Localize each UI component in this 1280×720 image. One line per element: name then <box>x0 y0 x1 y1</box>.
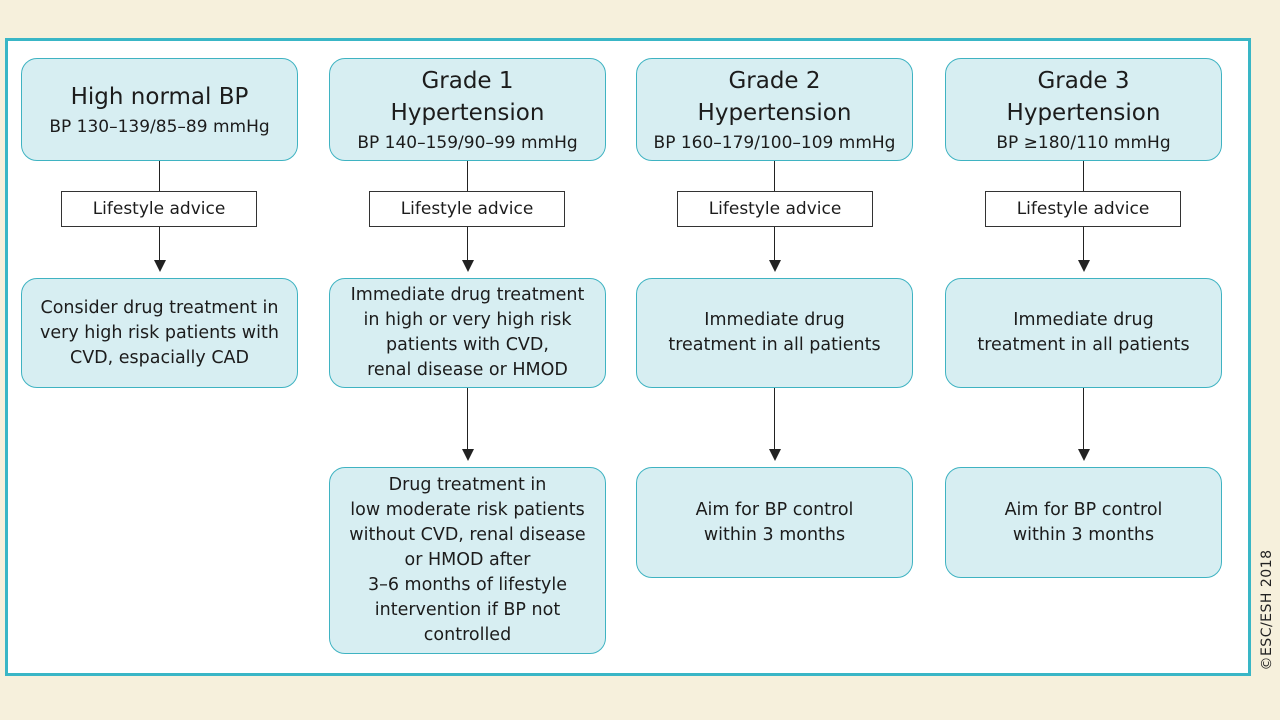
arrow-down-icon <box>769 260 781 272</box>
connector-line <box>159 227 160 260</box>
treatment-box: Consider drug treatment in very high ris… <box>21 278 298 388</box>
header-title: Grade 2 Hypertension <box>697 67 852 126</box>
arrow-down-icon <box>154 260 166 272</box>
treatment-box: Immediate drug treatment in high or very… <box>329 278 606 388</box>
arrow-down-icon <box>1078 449 1090 461</box>
connector-line <box>467 388 468 449</box>
treatment-box: Immediate drug treatment in all patients <box>945 278 1222 388</box>
header-subtitle: BP 130–139/85–89 mmHg <box>49 116 270 137</box>
lifestyle-advice-box: Lifestyle advice <box>985 191 1181 227</box>
header-title: Grade 3 Hypertension <box>1006 67 1161 126</box>
lifestyle-advice-box: Lifestyle advice <box>677 191 873 227</box>
aim-box: Aim for BP control within 3 months <box>636 467 913 578</box>
connector-line <box>1083 227 1084 260</box>
treatment-text: Drug treatment in low moderate risk pati… <box>349 475 586 645</box>
header-grade-3: Grade 3 Hypertension BP ≥180/110 mmHg <box>945 58 1222 161</box>
copyright-notice: ©ESC/ESH 2018 <box>1259 549 1275 671</box>
connector-line <box>774 161 775 191</box>
arrow-down-icon <box>462 449 474 461</box>
arrow-down-icon <box>769 449 781 461</box>
header-subtitle: BP 160–179/100–109 mmHg <box>653 132 896 153</box>
treatment-box: Immediate drug treatment in all patients <box>636 278 913 388</box>
arrow-down-icon <box>1078 260 1090 272</box>
treatment-text: Consider drug treatment in very high ris… <box>40 297 279 368</box>
header-grade-1: Grade 1 Hypertension BP 140–159/90–99 mm… <box>329 58 606 161</box>
header-high-normal-bp: High normal BP BP 130–139/85–89 mmHg <box>21 58 298 161</box>
aim-box: Aim for BP control within 3 months <box>945 467 1222 578</box>
treatment-text: Immediate drug treatment in all patients <box>668 310 881 355</box>
aim-text: Aim for BP control within 3 months <box>695 499 854 545</box>
connector-line <box>774 227 775 260</box>
header-subtitle: BP ≥180/110 mmHg <box>996 132 1171 153</box>
treatment-text: Immediate drug treatment in high or very… <box>350 285 585 380</box>
connector-line <box>1083 388 1084 449</box>
connector-line <box>159 161 160 191</box>
aim-text: Aim for BP control within 3 months <box>1004 499 1163 545</box>
arrow-down-icon <box>462 260 474 272</box>
header-subtitle: BP 140–159/90–99 mmHg <box>357 132 578 153</box>
connector-line <box>774 388 775 449</box>
header-grade-2: Grade 2 Hypertension BP 160–179/100–109 … <box>636 58 913 161</box>
treatment-text: Immediate drug treatment in all patients <box>977 310 1190 355</box>
header-title: Grade 1 Hypertension <box>390 67 545 126</box>
treatment-box: Drug treatment in low moderate risk pati… <box>329 467 606 654</box>
connector-line <box>467 161 468 191</box>
header-title: High normal BP <box>70 83 249 110</box>
lifestyle-advice-box: Lifestyle advice <box>369 191 565 227</box>
lifestyle-advice-box: Lifestyle advice <box>61 191 257 227</box>
connector-line <box>1083 161 1084 191</box>
connector-line <box>467 227 468 260</box>
